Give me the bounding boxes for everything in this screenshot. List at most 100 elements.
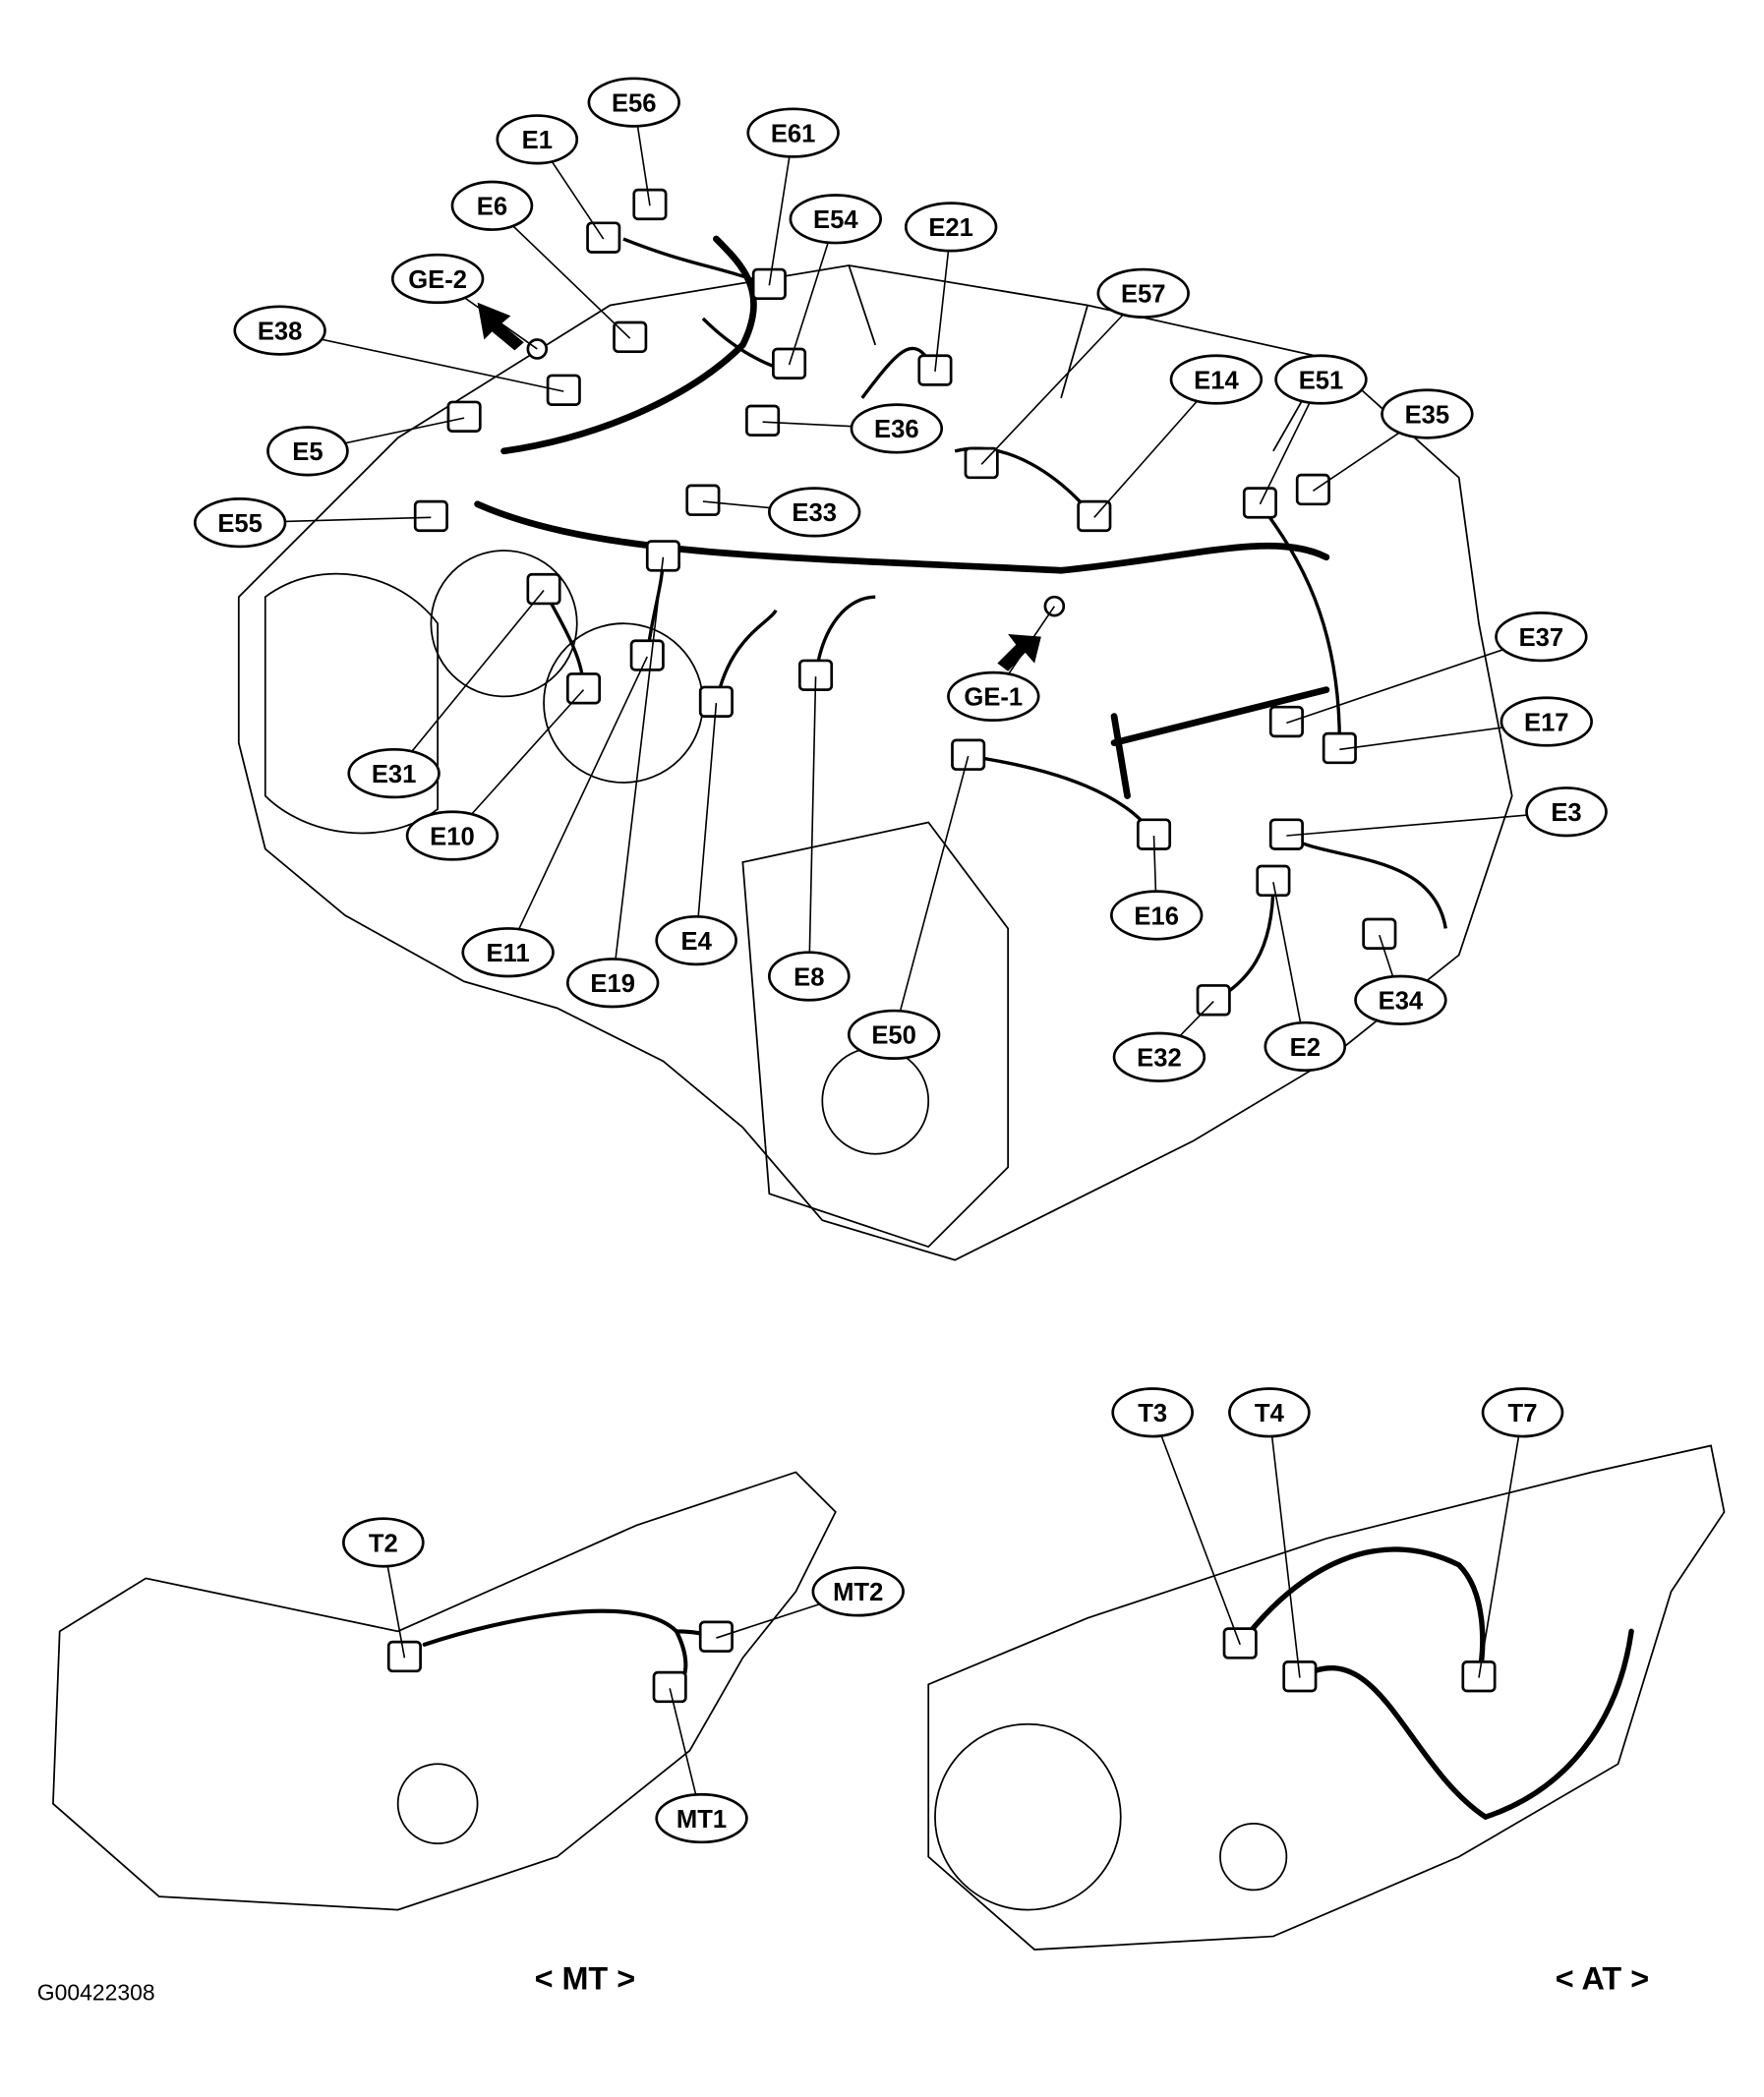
callout-e16: E16 xyxy=(1110,890,1204,941)
connector-mt2 xyxy=(698,1620,734,1653)
callout-label: E55 xyxy=(217,510,263,538)
at-caption: < AT > xyxy=(1556,1961,1649,1997)
callout-label: E36 xyxy=(874,416,919,443)
callout-e11: E11 xyxy=(461,927,555,978)
connector-e5 xyxy=(446,400,482,433)
callout-label: T2 xyxy=(369,1530,398,1557)
callout-ellipse xyxy=(850,403,944,454)
callout-label: E50 xyxy=(871,1022,916,1050)
leader-line xyxy=(1093,379,1217,518)
callout-e14: E14 xyxy=(1169,354,1264,405)
callout-ellipse xyxy=(1495,612,1588,663)
callout-label: E38 xyxy=(258,318,303,345)
leader-line xyxy=(392,589,545,775)
mt-transmission-outline xyxy=(52,1471,837,1911)
callout-label: E6 xyxy=(477,194,507,221)
callout-e32: E32 xyxy=(1112,1031,1206,1082)
leader-lines xyxy=(240,101,1567,1819)
callout-label: E32 xyxy=(1137,1045,1182,1073)
callout-label: E51 xyxy=(1299,367,1344,394)
callout-ellipse xyxy=(1096,267,1190,319)
callout-label: T7 xyxy=(1508,1400,1538,1427)
callout-label: GE-2 xyxy=(408,266,467,294)
callout-ellipse xyxy=(1169,354,1264,405)
connector-e2 xyxy=(1256,864,1291,898)
callout-label: E57 xyxy=(1121,281,1166,309)
connector-e34 xyxy=(1362,917,1397,951)
callout-label: E33 xyxy=(792,499,837,527)
callout-ellipse xyxy=(947,670,1040,723)
callout-label: E4 xyxy=(680,928,712,956)
callout-label: E1 xyxy=(522,127,553,154)
callout-ellipse xyxy=(193,497,287,549)
callout-label: GE-1 xyxy=(964,684,1023,712)
connector-e35 xyxy=(1295,473,1330,506)
callout-label: E31 xyxy=(372,761,417,788)
callout-e2: E2 xyxy=(1264,1020,1347,1073)
leader-line xyxy=(506,656,648,954)
callout-label: E19 xyxy=(590,970,635,998)
callout-label: E54 xyxy=(813,206,858,234)
callout-ellipse xyxy=(565,958,660,1009)
callout-e21: E21 xyxy=(904,202,998,253)
callout-e6: E6 xyxy=(450,180,534,231)
callout-e17: E17 xyxy=(1499,696,1593,747)
callout-ellipse xyxy=(655,1792,748,1844)
callout-e55: E55 xyxy=(193,497,287,549)
callout-ellipse xyxy=(1525,786,1608,838)
at-transmission-outline xyxy=(927,1444,1726,1951)
callout-e38: E38 xyxy=(233,305,326,356)
callout-label: T4 xyxy=(1255,1400,1285,1427)
callout-label: E61 xyxy=(771,120,816,147)
callout-e54: E54 xyxy=(789,194,882,245)
callout-ellipse xyxy=(266,426,349,477)
callout-ellipse xyxy=(461,927,555,978)
callout-e57: E57 xyxy=(1096,267,1190,319)
callout-label: E11 xyxy=(487,940,530,967)
callout-e33: E33 xyxy=(767,487,861,538)
callout-ellipse xyxy=(767,951,851,1002)
callout-ellipse xyxy=(1264,1020,1347,1073)
callout-t7: T7 xyxy=(1481,1387,1564,1438)
callout-ellipse xyxy=(767,487,861,538)
callout-ellipse xyxy=(1381,388,1474,439)
leader-line xyxy=(808,676,817,977)
leader-line xyxy=(612,556,665,983)
callout-t4: T4 xyxy=(1228,1387,1311,1438)
callout-mt1: MT1 xyxy=(655,1792,748,1844)
callout-ellipse xyxy=(847,1009,941,1060)
callout-ellipse xyxy=(655,914,737,966)
connector-e36 xyxy=(745,404,781,437)
callout-ellipse xyxy=(1274,354,1368,405)
callout-label: E35 xyxy=(1405,401,1450,429)
leader-line xyxy=(279,329,564,392)
callout-label: E34 xyxy=(1379,988,1424,1016)
callout-ge-2: GE-2 xyxy=(390,253,485,305)
callout-ellipse xyxy=(811,1566,905,1617)
callout-label: E10 xyxy=(430,823,475,850)
leader-line xyxy=(1478,1412,1524,1678)
leader-line xyxy=(1151,1412,1241,1646)
callout-e50: E50 xyxy=(847,1009,941,1060)
callout-label: E2 xyxy=(1290,1034,1321,1062)
connector-e4 xyxy=(698,685,734,718)
arrow-icon xyxy=(997,633,1041,671)
callout-t3: T3 xyxy=(1111,1387,1194,1438)
callout-e35: E35 xyxy=(1381,388,1474,439)
callout-label: E56 xyxy=(612,89,657,117)
callout-ellipse xyxy=(1499,696,1593,747)
callout-label: E16 xyxy=(1134,903,1179,930)
callout-ellipse xyxy=(233,305,326,356)
callout-ellipse xyxy=(587,77,680,128)
leader-line xyxy=(1268,1412,1301,1678)
connector-mt1 xyxy=(652,1670,687,1704)
callout-e3: E3 xyxy=(1525,786,1608,838)
callout-label: E5 xyxy=(292,438,323,466)
connector-e17 xyxy=(1322,731,1357,765)
connector-e19 xyxy=(645,540,680,572)
callout-label: E3 xyxy=(1551,799,1581,827)
callout-label: E37 xyxy=(1519,624,1564,652)
callout-ellipse xyxy=(1228,1387,1311,1438)
